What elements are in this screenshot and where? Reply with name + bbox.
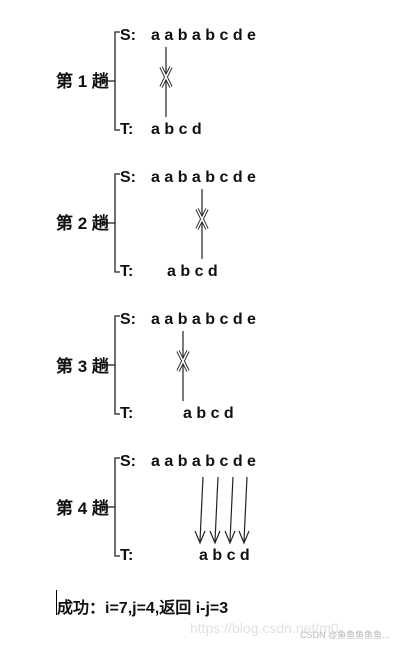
pass-3-s-label: S: bbox=[120, 311, 136, 328]
pass-4-t-text: a b c d bbox=[199, 547, 250, 564]
pass-1-label: 第 1 趟 bbox=[56, 72, 109, 91]
pass-1-bracket bbox=[114, 31, 120, 131]
conclusion-text: 成功：i=7,j=4,返回 i-j=3 bbox=[57, 600, 229, 617]
pass-1-s-label: S: bbox=[120, 27, 136, 44]
pass-1-s-text: a a b a b c d e bbox=[151, 27, 256, 44]
text-cursor bbox=[56, 590, 57, 615]
watermark-url: https://blog.csdn.net/m0_... bbox=[190, 620, 359, 636]
watermark-csdn: CSDN @鱼鱼鱼鱼鱼... bbox=[300, 630, 390, 640]
pass-2-s-text: a a b a b c d e bbox=[151, 169, 256, 186]
pass-4-match-arrowhead-2 bbox=[209, 530, 221, 545]
pass-4-match-arrow-1 bbox=[199, 476, 204, 542]
pass-3-t-text: a b c d bbox=[183, 405, 234, 422]
pass-2-bracket bbox=[114, 173, 120, 273]
pass-1-t-text: a b c d bbox=[151, 121, 202, 138]
pass-4-match-arrowhead-1 bbox=[194, 530, 206, 545]
pass-4-label: 第 4 趟 bbox=[56, 499, 109, 518]
pass-2-t-text: a b c d bbox=[167, 263, 218, 280]
pass-4-s-label: S: bbox=[120, 453, 136, 470]
pass-4-t-label: T: bbox=[120, 547, 134, 564]
pass-2-label: 第 2 趟 bbox=[56, 214, 109, 233]
pass-3-bracket bbox=[114, 315, 120, 415]
pass-3-label: 第 3 趟 bbox=[56, 357, 109, 376]
pass-3-t-label: T: bbox=[120, 405, 134, 422]
pass-2-s-label: S: bbox=[120, 169, 136, 186]
pass-4-bracket bbox=[114, 457, 120, 557]
pass-4-match-arrowhead-3 bbox=[224, 530, 236, 545]
pass-4-match-arrowhead-4 bbox=[238, 530, 250, 545]
pass-3-s-text: a a b a b c d e bbox=[151, 311, 256, 328]
pass-1-mismatch-mark-inner bbox=[160, 66, 172, 88]
pass-1-t-label: T: bbox=[120, 121, 134, 138]
pass-3-mismatch-mark-inner bbox=[177, 350, 189, 372]
pass-4-match-arrow-2 bbox=[214, 476, 219, 542]
pass-2-mismatch-mark-inner bbox=[196, 208, 208, 230]
pass-2-t-label: T: bbox=[120, 263, 134, 280]
pass-4-match-arrow-3 bbox=[229, 476, 234, 542]
pass-4-match-arrow-4 bbox=[243, 476, 248, 542]
pass-4-s-text: a a b a b c d e bbox=[151, 453, 256, 470]
